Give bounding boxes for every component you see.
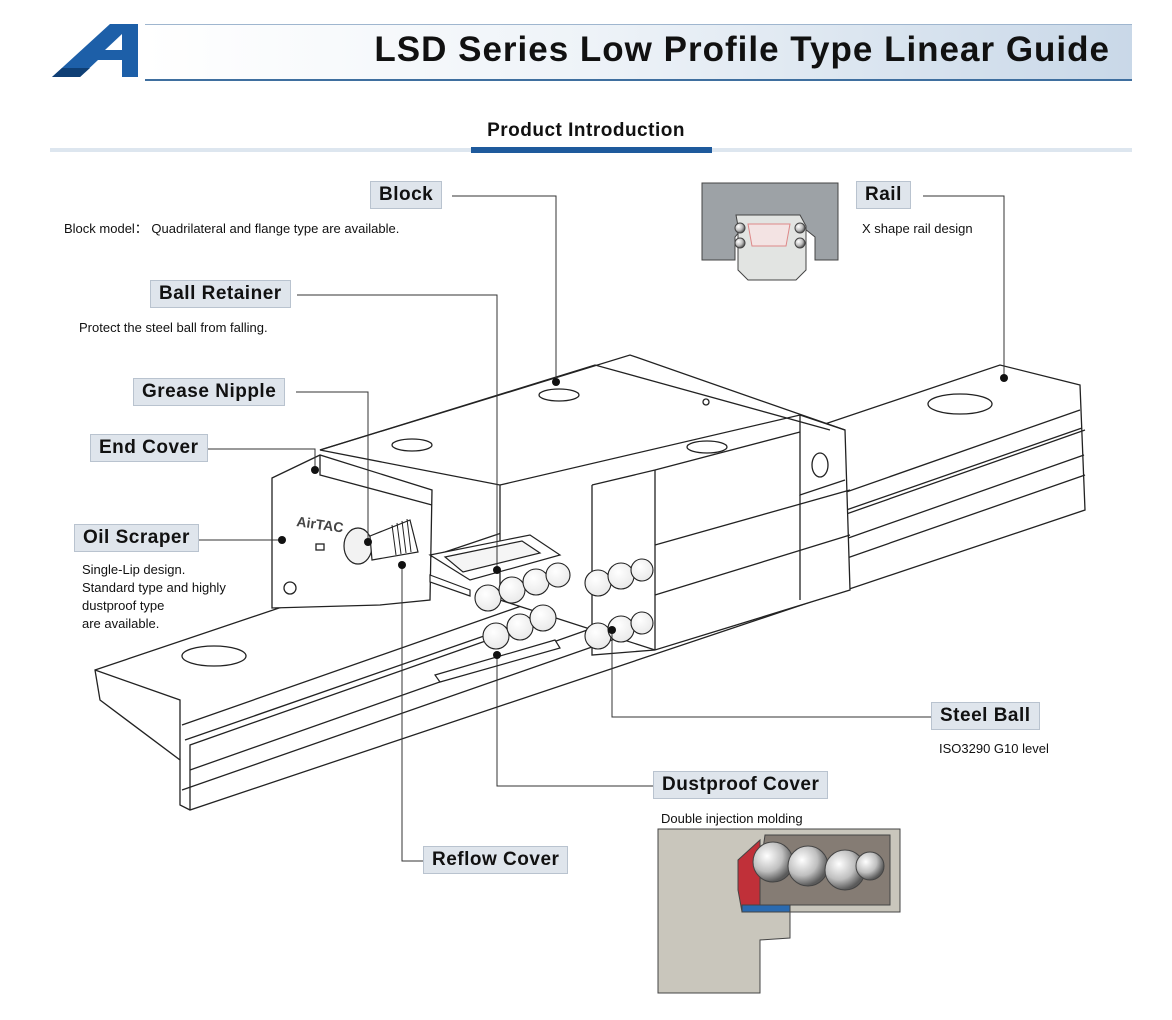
label-block: Block bbox=[370, 181, 443, 209]
dustproof-cross-section-inset bbox=[657, 828, 901, 994]
rail-description: X shape rail design bbox=[862, 221, 973, 236]
block-body bbox=[319, 354, 851, 656]
oil-scraper-description-1: Single-Lip design. bbox=[82, 562, 186, 577]
label-end-cover: End Cover bbox=[90, 434, 208, 462]
section-divider-accent bbox=[471, 147, 712, 153]
svg-text:AirTAC: AirTAC bbox=[296, 513, 345, 535]
rail-cross-section-inset bbox=[701, 182, 839, 281]
ball-retainer-description: Protect the steel ball from falling. bbox=[79, 320, 268, 335]
company-logo bbox=[52, 24, 138, 77]
label-grease-nipple: Grease Nipple bbox=[133, 378, 286, 406]
oil-scraper-description-3: dustproof type bbox=[82, 598, 165, 613]
leader-lines bbox=[198, 195, 1005, 862]
block-description: Block model： Quadrilateral and flange ty… bbox=[64, 221, 400, 236]
label-oil-scraper: Oil Scraper bbox=[74, 524, 199, 552]
label-rail: Rail bbox=[856, 181, 911, 209]
dustproof-cover-description: Double injection molding bbox=[661, 811, 803, 826]
leader-dots bbox=[278, 374, 1008, 659]
label-dustproof-cover: Dustproof Cover bbox=[653, 771, 829, 799]
steel-balls bbox=[474, 558, 654, 650]
steel-ball-description: ISO3290 G10 level bbox=[939, 741, 1049, 756]
label-reflow-cover: Reflow Cover bbox=[423, 846, 569, 874]
oil-scraper-description-4: are available. bbox=[82, 616, 160, 631]
page-title: LSD Series Low Profile Type Linear Guide bbox=[374, 30, 1110, 69]
oil-scraper-description-2: Standard type and highly bbox=[82, 580, 226, 595]
header-bar bbox=[145, 24, 1132, 81]
label-ball-retainer: Ball Retainer bbox=[150, 280, 291, 308]
grease-nipple bbox=[343, 518, 419, 565]
section-title: Product Introduction bbox=[487, 120, 685, 141]
label-steel-ball: Steel Ball bbox=[931, 702, 1040, 730]
